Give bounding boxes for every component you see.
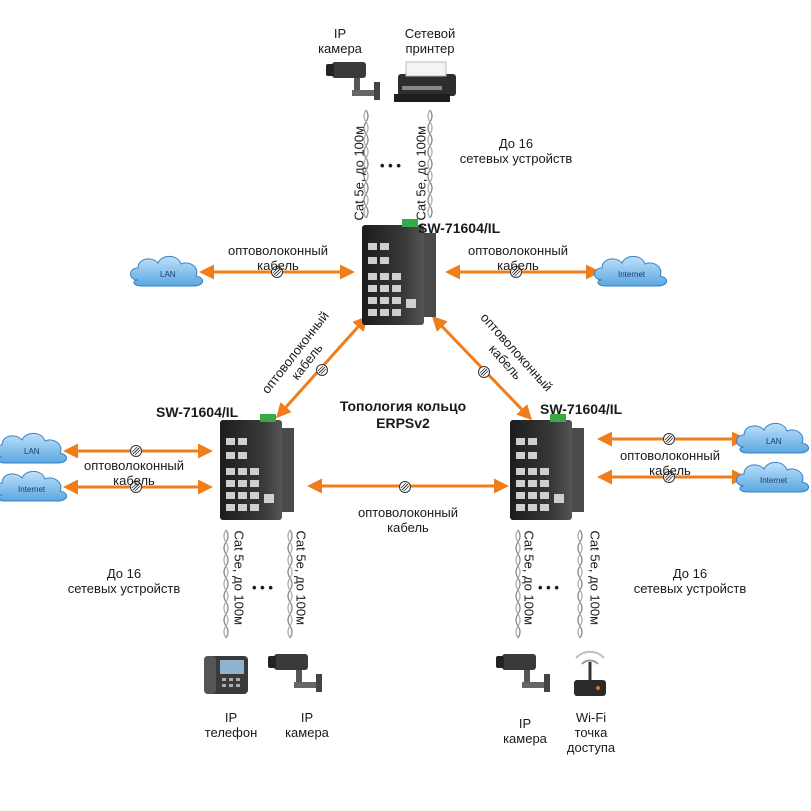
ellipsis-top: • • • — [380, 158, 401, 173]
svg-text:Internet: Internet — [618, 270, 646, 279]
cloud-icon-right-lan: LAN — [736, 422, 810, 454]
printer-icon — [394, 61, 456, 102]
copper-label-top-2: Cat 5e, до 100м — [413, 125, 429, 221]
ip-camera-icon-right — [496, 654, 550, 692]
svg-text:Internet: Internet — [760, 476, 788, 485]
switch-label-top: SW-71604/IL — [418, 220, 501, 236]
copper-label-right-1: Cat 5e, до 100м — [521, 530, 537, 626]
switch-icon-right — [510, 414, 584, 520]
cloud-icon-top-lan: LAN — [130, 255, 204, 287]
cloud-icon-left-internet: Internet — [0, 470, 68, 502]
switch-label-right: SW-71604/IL — [540, 401, 623, 417]
ellipsis-right: • • • — [538, 580, 559, 595]
cloud-icon-right-internet: Internet — [736, 461, 810, 493]
copper-label-right-2: Cat 5e, до 100м — [587, 530, 603, 626]
svg-text:LAN: LAN — [24, 447, 40, 456]
cloud-icon-left-lan: LAN — [0, 432, 68, 464]
svg-text:LAN: LAN — [160, 270, 176, 279]
switch-icon-left — [220, 414, 294, 520]
cloud-icon-top-internet: Internet — [594, 255, 668, 287]
wifi-access-point-icon — [574, 650, 606, 696]
ip-camera-icon-left — [268, 654, 322, 692]
svg-text:Internet: Internet — [18, 485, 46, 494]
copper-label-top-1: Cat 5e, до 100м — [351, 125, 367, 221]
copper-label-left-2: Cat 5e, до 100м — [293, 530, 309, 626]
ellipsis-left: • • • — [252, 580, 273, 595]
ip-camera-icon-top — [326, 62, 380, 100]
switch-label-left: SW-71604/IL — [156, 404, 239, 420]
ip-phone-icon — [204, 656, 248, 694]
svg-text:LAN: LAN — [766, 437, 782, 446]
copper-label-left-1: Cat 5e, до 100м — [231, 530, 247, 626]
